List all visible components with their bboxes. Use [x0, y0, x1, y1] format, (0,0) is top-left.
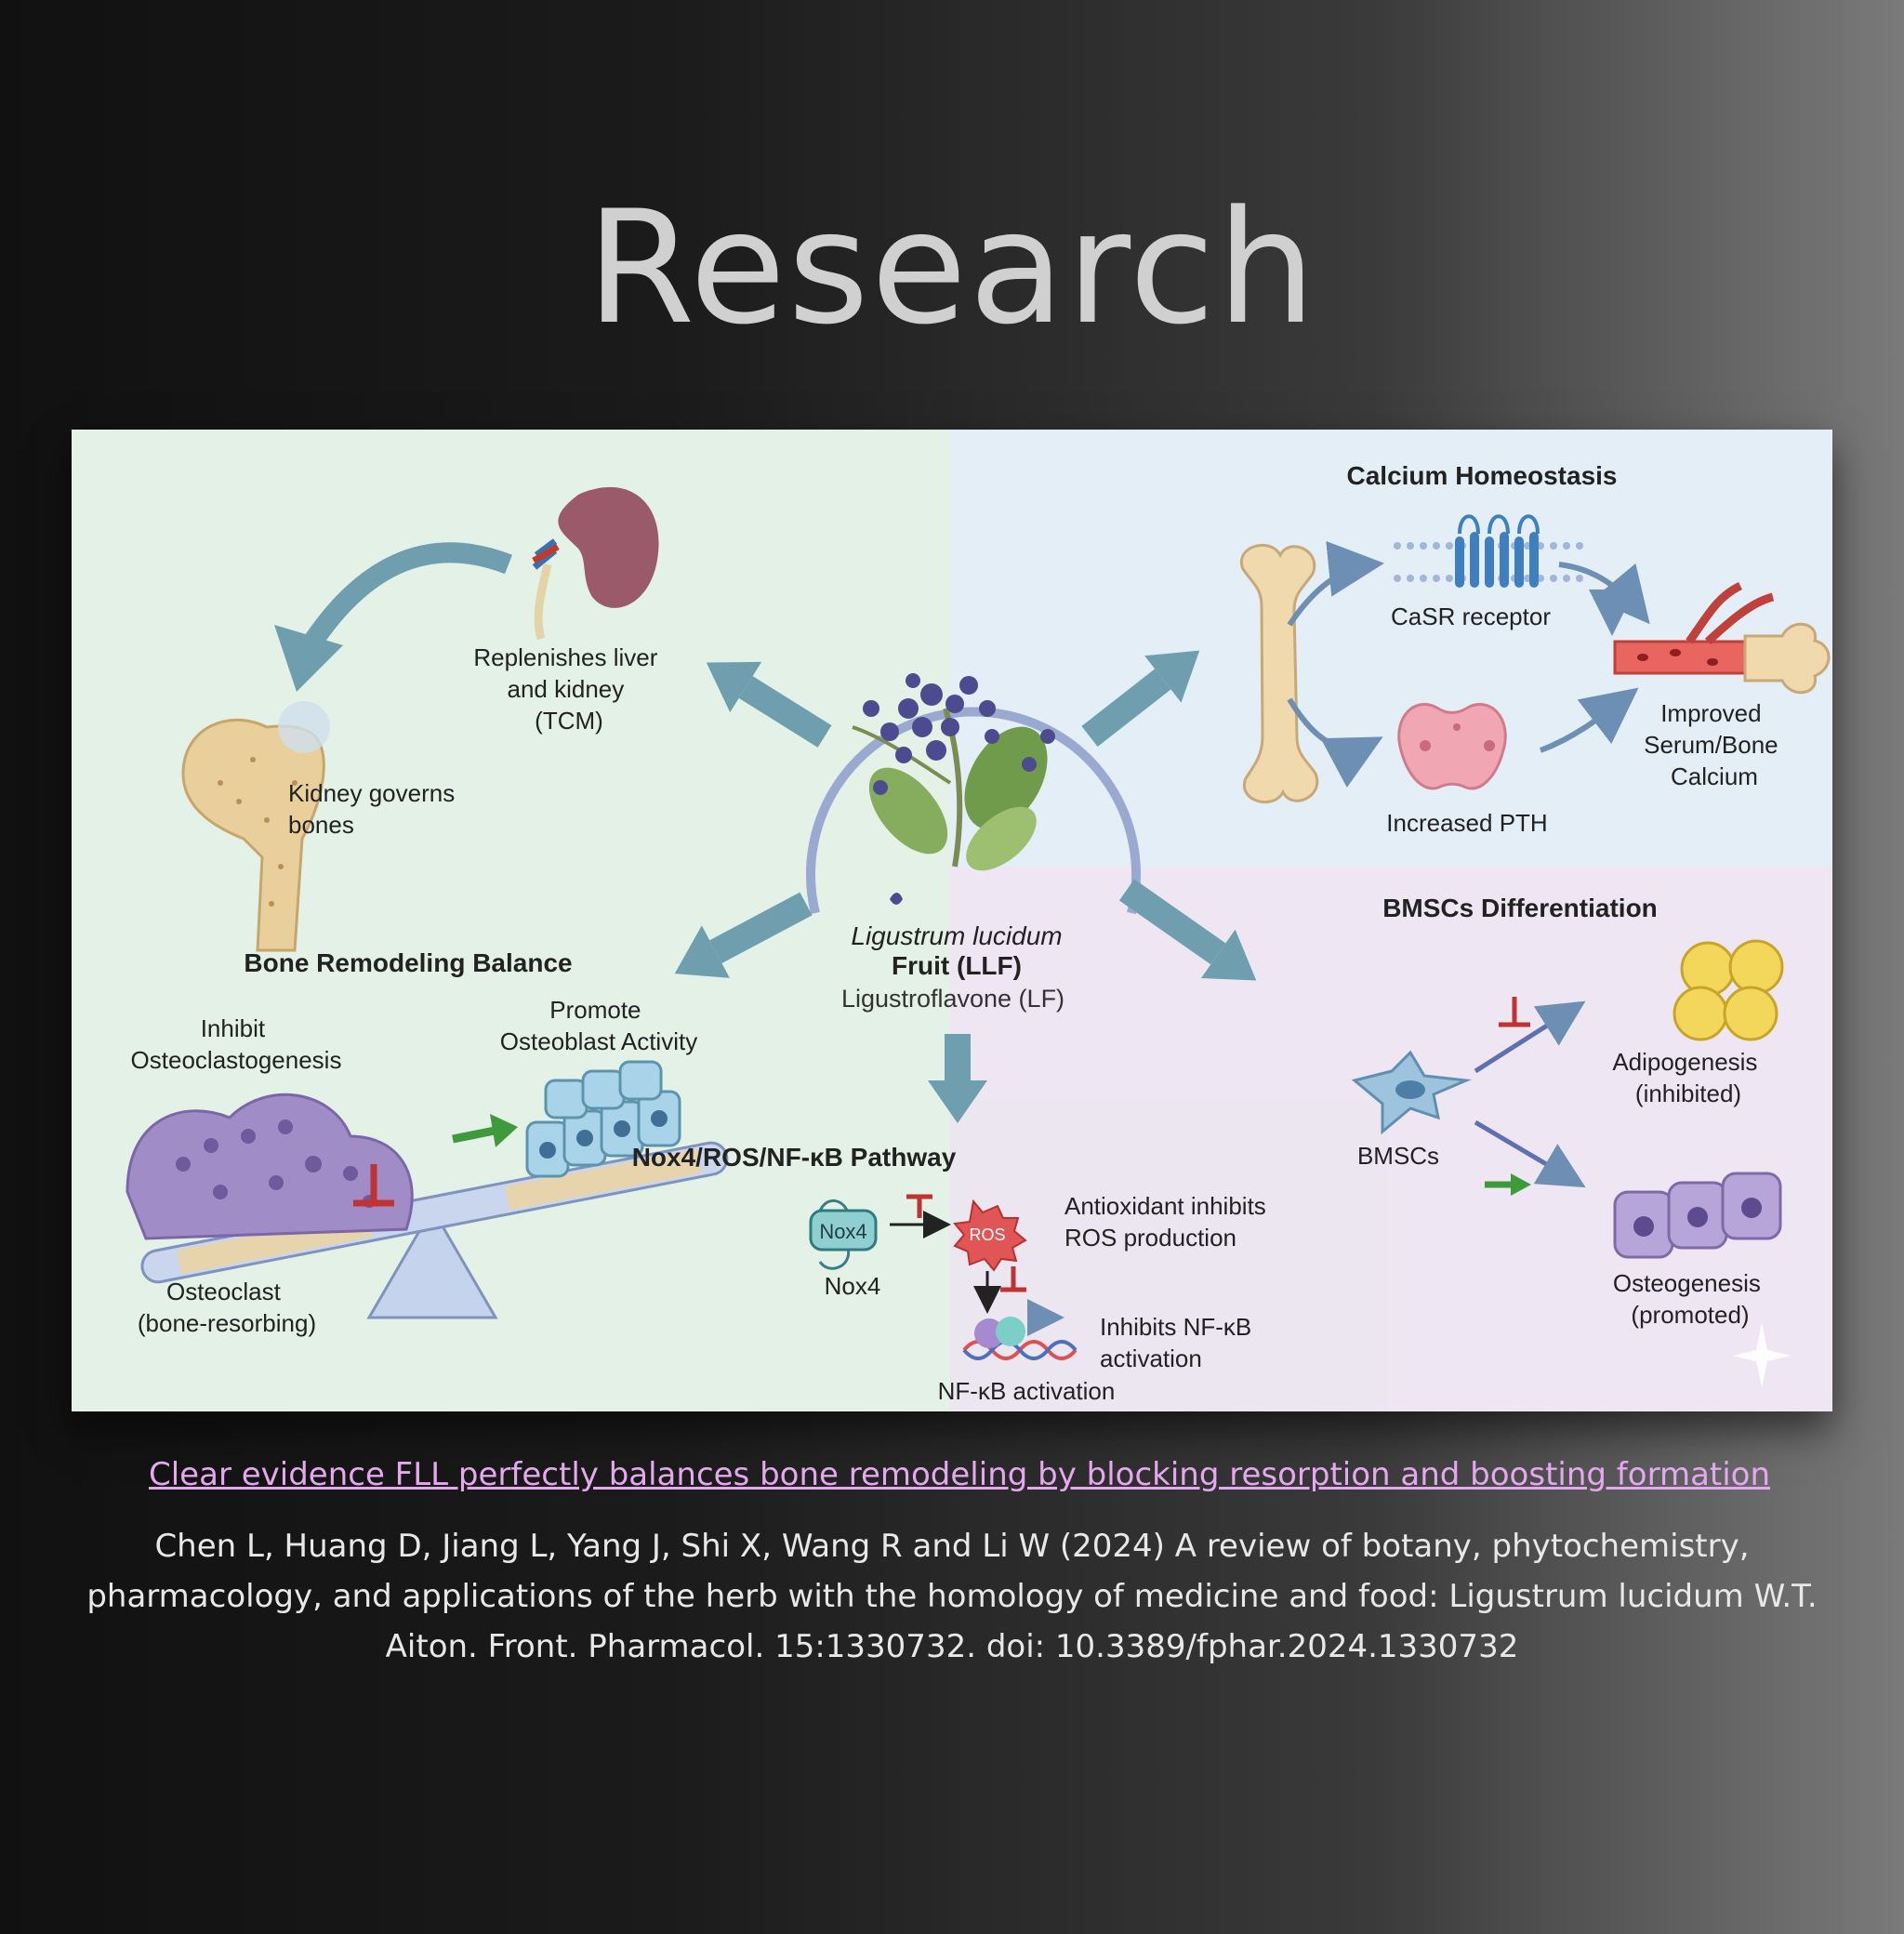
inhibit-label: Inhibit Osteoclastogenesis — [131, 1014, 342, 1074]
osteoblast-cell-icon — [1613, 1172, 1782, 1259]
tcm-replenish-label: Replenishes liver and kidney (TCM) — [473, 643, 664, 735]
promote-label: Promote Osteoblast Activity — [500, 996, 697, 1055]
ligustrum-fruit-branch-icon — [852, 673, 1055, 905]
parathyroid-gland-icon — [1397, 703, 1507, 790]
inhibit-adipogenesis-icon — [1499, 997, 1530, 1027]
center-species: Ligustrum lucidum — [851, 921, 1062, 950]
adipogenesis-label: Adipogenesis (inhibited) — [1612, 1048, 1764, 1107]
bmsc-section: BMSCs Differentiation BMSCs Adipogenesis… — [1351, 894, 1792, 1387]
nox4-label: Nox4 — [825, 1272, 881, 1300]
arrow-bone-casr — [1287, 540, 1384, 627]
arrow-bmsc-osteo — [1474, 1119, 1586, 1188]
arrow-to-bmsc — [1118, 879, 1257, 981]
arrow-kidney-to-bone — [299, 542, 512, 654]
page-title: Research — [586, 177, 1318, 359]
bone-remodeling-section: Bone Remodeling Balance Inhibit Osteocla… — [126, 948, 729, 1337]
pth-label: Increased PTH — [1386, 809, 1547, 837]
central-arrows — [674, 650, 1257, 1123]
center-arc — [806, 707, 1141, 915]
casr-label: CaSR receptor — [1391, 603, 1551, 630]
pathway-title: Nox4/ROS/NF-κB Pathway — [632, 1143, 957, 1172]
nfkb-activation-label: NF-κB activation — [938, 1377, 1116, 1405]
bmsc-cell-label: BMSCs — [1357, 1142, 1439, 1170]
dna-transcription-icon — [962, 1299, 1078, 1360]
seesaw-balance-icon — [140, 1141, 729, 1319]
ros-burst-icon: ROS — [953, 1199, 1027, 1272]
remodeling-title: Bone Remodeling Balance — [244, 948, 572, 977]
membrane-receptor-icon — [1394, 514, 1583, 588]
osteoblast-icon — [525, 1060, 681, 1178]
bmsc-title: BMSCs Differentiation — [1382, 894, 1658, 922]
kidney-icon — [532, 486, 659, 641]
arrow-to-tcm — [706, 661, 832, 748]
nox4-protein-icon: Nox4 — [809, 1199, 878, 1270]
panel-pathway-right — [950, 1099, 1387, 1411]
center-plant: Ligustrum lucidum Fruit (LLF) Ligustrofl… — [806, 673, 1141, 1013]
osteogenesis-label: Osteogenesis (promoted) — [1613, 1269, 1767, 1329]
improved-calcium-label: Improved Serum/Bone Calcium — [1644, 699, 1785, 790]
sparkle-icon — [1732, 1322, 1792, 1387]
calcium-title: Calcium Homeostasis — [1347, 461, 1618, 490]
osteoclast-label: Osteoclast (bone-resorbing) — [138, 1278, 316, 1337]
center-fruit: Fruit (LLF) — [892, 951, 1022, 980]
center-compound: Ligustroflavone (LF) — [841, 985, 1064, 1013]
promote-osteogenesis-arrow — [1485, 1173, 1531, 1196]
arrow-casr-calcium — [1558, 562, 1650, 625]
stem-cell-icon — [1351, 1050, 1472, 1135]
nox4-box-label: Nox4 — [819, 1220, 866, 1243]
mechanism-diagram: Ligustrum lucidum Fruit (LLF) Ligustrofl… — [72, 430, 1832, 1411]
inhibit-osteoclast-icon — [353, 1164, 394, 1207]
tcm-section: Replenishes liver and kidney (TCM) Kidne… — [181, 486, 664, 952]
adipocyte-icon — [1673, 939, 1784, 1041]
inhibit-nox4-icon — [906, 1194, 932, 1218]
calcium-section: Calcium Homeostasis CaSR receptor Increa… — [1239, 461, 1831, 837]
inhibits-nfkb-label: Inhibits NF-κB activation — [1100, 1313, 1259, 1372]
arrow-pth-calcium — [1539, 687, 1639, 753]
long-bone-icon — [1239, 543, 1319, 804]
arrow-bmsc-adipo — [1474, 1000, 1586, 1074]
diagram-canvas: Ligustrum lucidum Fruit (LLF) Ligustrofl… — [72, 430, 1832, 1411]
arrow-to-calcium — [1081, 650, 1200, 748]
antioxidant-label: Antioxidant inhibits ROS production — [1064, 1192, 1273, 1252]
caption-link[interactable]: Clear evidence FLL perfectly balances bo… — [149, 1456, 1771, 1493]
femur-bone-icon — [181, 701, 330, 952]
pathway-section: Nox4/ROS/NF-κB Pathway Nox4 Nox4 ROS Ant… — [632, 1143, 1273, 1405]
arrow-bone-pth — [1287, 697, 1383, 788]
promote-osteoblast-arrow — [452, 1114, 518, 1147]
arrow-to-pathway — [928, 1034, 987, 1123]
ros-label: ROS — [969, 1225, 1005, 1244]
blood-vessel-bone-icon — [1613, 581, 1831, 695]
inhibit-ros-icon — [1000, 1266, 1026, 1292]
tcm-kidney-bones-label: Kidney governs bones — [288, 779, 461, 839]
arrow-to-remodeling — [674, 892, 813, 978]
citation-text: Chen L, Huang D, Jiang L, Yang J, Shi X,… — [86, 1528, 1818, 1665]
